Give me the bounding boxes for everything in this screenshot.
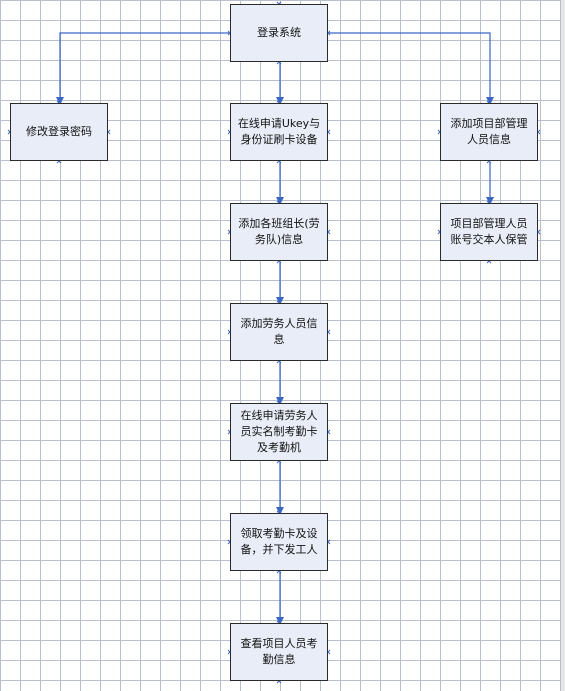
node-add-labor-label: 添加劳务人员信息: [240, 317, 318, 346]
node-apply-attendance-label: 在线申请劳务人员实名制考勤卡及考勤机: [240, 409, 318, 454]
node-receive-cards-label: 领取考勤卡及设备，并下发工人: [240, 527, 318, 556]
node-view-attendance-label: 查看项目人员考勤信息: [240, 637, 318, 666]
node-apply-ukey[interactable]: 在线申请Ukey与身份证刷卡设备: [230, 103, 328, 161]
node-apply-attendance[interactable]: 在线申请劳务人员实名制考勤卡及考勤机: [230, 403, 328, 461]
connector-login-to-add-manager: [329, 32, 494, 105]
node-manager-account[interactable]: 项目部管理人员账号交本人保管: [440, 203, 538, 261]
vertical-scrollbar[interactable]: [561, 0, 565, 691]
connector-login-to-change-password: [56, 32, 230, 105]
node-login[interactable]: 登录系统: [230, 4, 328, 62]
node-change-password-label: 修改登录密码: [26, 125, 92, 138]
node-manager-account-label: 项目部管理人员账号交本人保管: [450, 217, 528, 246]
node-receive-cards[interactable]: 领取考勤卡及设备，并下发工人: [230, 513, 328, 571]
node-change-password[interactable]: 修改登录密码: [10, 103, 108, 161]
node-add-labor[interactable]: 添加劳务人员信息: [230, 303, 328, 361]
node-add-team-leader-label: 添加各班组长(劳务队)信息: [238, 217, 320, 246]
node-apply-ukey-label: 在线申请Ukey与身份证刷卡设备: [237, 117, 321, 146]
node-add-manager[interactable]: 添加项目部管理人员信息: [440, 103, 538, 161]
node-login-label: 登录系统: [257, 26, 301, 39]
node-add-manager-label: 添加项目部管理人员信息: [450, 117, 528, 146]
node-add-team-leader[interactable]: 添加各班组长(劳务队)信息: [230, 203, 328, 261]
node-view-attendance[interactable]: 查看项目人员考勤信息: [230, 623, 328, 681]
